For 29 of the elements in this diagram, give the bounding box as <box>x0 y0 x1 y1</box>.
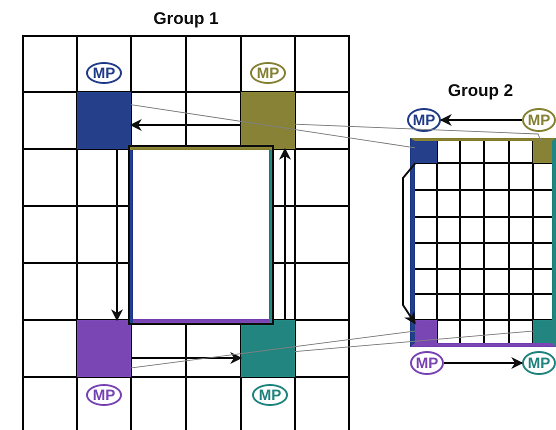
mp-oval: MP <box>250 62 286 84</box>
leader-line <box>294 124 542 142</box>
colored-cell <box>533 141 552 163</box>
mp-oval: MP <box>522 351 556 375</box>
arrow <box>279 148 291 320</box>
colored-cell <box>415 141 437 163</box>
mp-oval: MP <box>86 384 122 406</box>
arrow <box>130 119 241 131</box>
colored-cell <box>415 320 437 343</box>
leader-line <box>294 330 534 352</box>
mp-oval: MP <box>410 351 444 375</box>
arrow <box>131 352 242 364</box>
mp-oval: MP <box>522 108 556 132</box>
colored-cell <box>241 92 295 149</box>
colored-cell <box>77 92 131 149</box>
mp-oval: MP <box>252 384 288 406</box>
leader-line <box>130 104 416 148</box>
mp-oval: MP <box>86 62 122 84</box>
arrow <box>444 357 524 369</box>
colored-cell <box>241 320 295 377</box>
group-heading: Group 1 <box>152 8 220 30</box>
colored-cell <box>77 320 131 377</box>
group-heading: Group 2 <box>446 80 514 102</box>
arrow <box>440 114 522 126</box>
arrow <box>402 162 416 324</box>
mp-oval: MP <box>407 108 441 132</box>
leader-line <box>130 330 416 368</box>
colored-cell <box>533 320 552 343</box>
arrow <box>111 149 123 322</box>
